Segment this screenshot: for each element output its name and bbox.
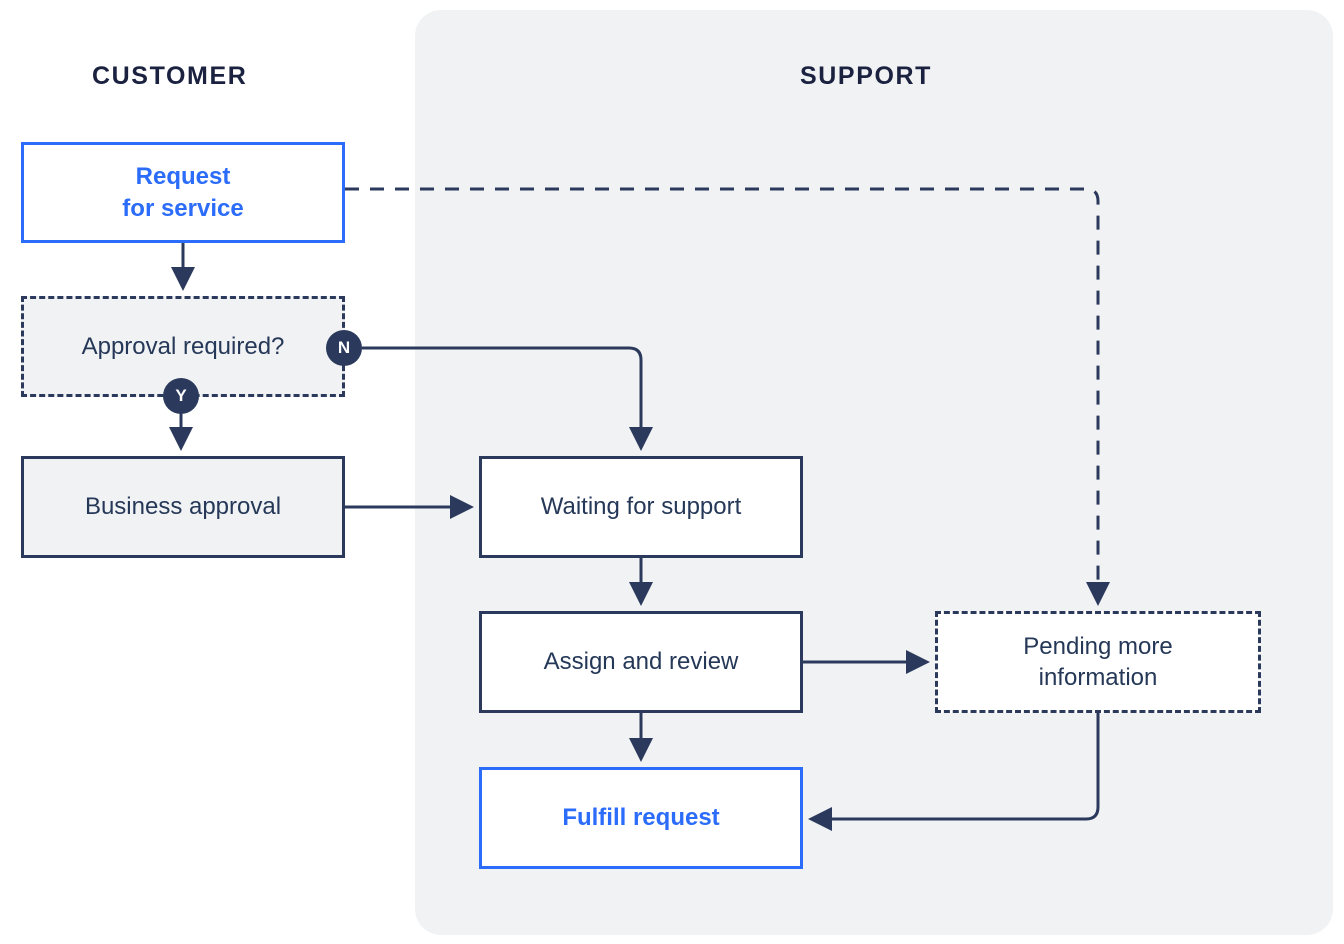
decision-badge-yes-label: Y	[175, 386, 187, 405]
decision-badge-yes: Y	[163, 378, 199, 414]
node-request-for-service[interactable]: Request for service	[21, 142, 345, 243]
node-pending-more-information-label: Pending more information	[1023, 632, 1173, 691]
node-approval-required-label: Approval required?	[81, 332, 285, 360]
node-fulfill-request-label: Fulfill request	[562, 804, 720, 832]
node-request-for-service-label: Request for service	[122, 163, 244, 222]
node-business-approval-label: Business approval	[84, 493, 282, 521]
node-waiting-for-support[interactable]: Waiting for support	[479, 456, 803, 558]
node-pending-more-information[interactable]: Pending more information	[935, 611, 1261, 713]
node-fulfill-request[interactable]: Fulfill request	[479, 767, 803, 869]
decision-badge-no-label: N	[337, 338, 351, 357]
decision-badge-no: N	[326, 330, 362, 366]
lane-title-customer: CUSTOMER	[92, 62, 248, 90]
node-assign-and-review-label: Assign and review	[543, 648, 739, 676]
node-assign-and-review[interactable]: Assign and review	[479, 611, 803, 713]
lane-title-support: SUPPORT	[800, 62, 933, 90]
node-waiting-for-support-label: Waiting for support	[540, 493, 742, 521]
node-business-approval[interactable]: Business approval	[21, 456, 345, 558]
